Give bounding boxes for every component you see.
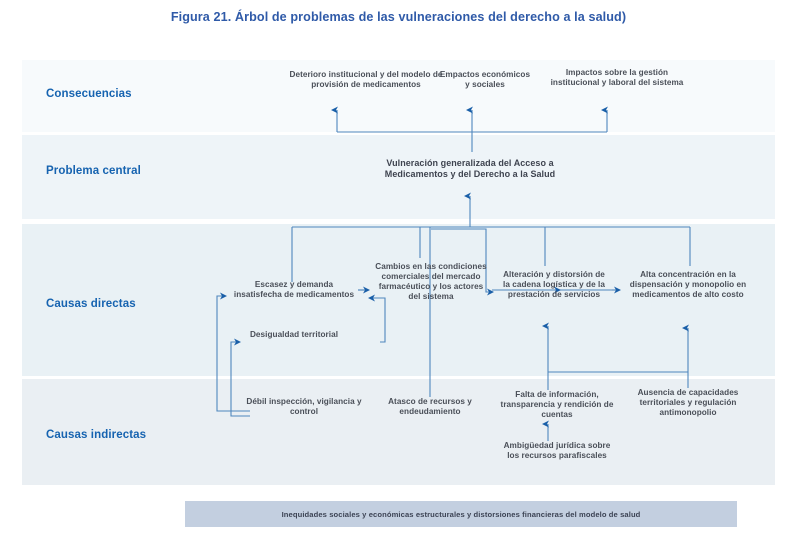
node-cambios-condiciones-comerciales: Cambios en las condiciones comerciales d… — [375, 262, 487, 301]
band-consecuencias — [22, 60, 775, 132]
node-atasco-recursos: Atasco de recursos y endeudamiento — [388, 397, 472, 416]
node-desigualdad-territorial: Desigualdad territorial — [249, 330, 339, 339]
row-label-consecuencias: Consecuencias — [46, 88, 132, 100]
banner-inequidades: Inequidades sociales y económicas estruc… — [185, 501, 737, 527]
node-ausencia-capacidades: Ausencia de capacidades territoriales y … — [637, 388, 739, 417]
node-escasez-demanda: Escasez y demanda insatisfecha de medica… — [233, 280, 355, 299]
node-debil-inspeccion: Débil inspección, vigilancia y control — [246, 397, 362, 416]
row-label-problema-central: Problema central — [46, 165, 141, 177]
node-falta-informacion: Falta de información, transparencia y re… — [500, 390, 614, 419]
node-alta-concentracion: Alta concentración en la dispensación y … — [629, 270, 747, 299]
node-deterioro-institucional: Deterioro institucional y del modelo de … — [289, 70, 443, 89]
node-ambiguedad-juridica: Ambigüedad jurídica sobre los recursos p… — [503, 441, 611, 460]
band-problema-central — [22, 135, 775, 219]
node-empactos-economicos: Empactos económicos y sociales — [439, 70, 531, 89]
figure-title: Figura 21. Árbol de problemas de las vul… — [170, 10, 627, 24]
band-causas-indirectas — [22, 379, 775, 485]
node-alteracion-cadena-logistica: Alteración y distorsión de la cadena log… — [503, 270, 605, 299]
node-problema-central: Vulneración generalizada del Acceso a Me… — [384, 158, 556, 179]
node-impactos-gestion: Impactos sobre la gestión institucional … — [550, 68, 684, 87]
row-label-causas-indirectas: Causas indirectas — [46, 429, 147, 441]
band-causas-directas — [22, 224, 775, 376]
row-label-causas-directas: Causas directas — [46, 298, 136, 310]
